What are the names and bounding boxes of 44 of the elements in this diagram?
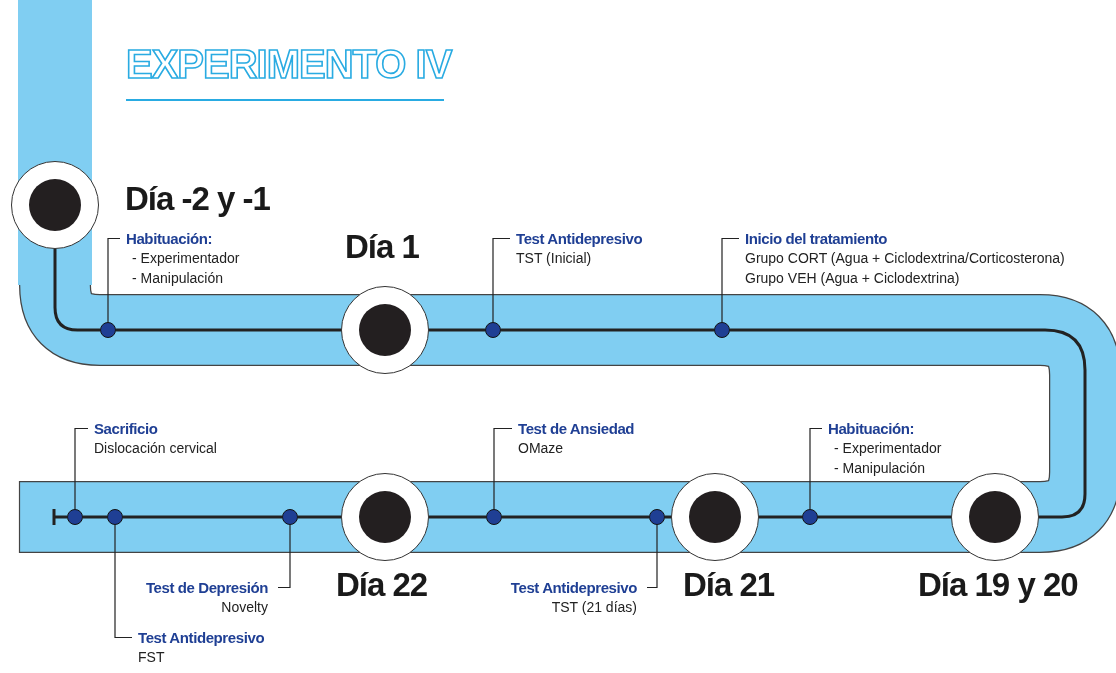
event-heading: Test Antidepresivo	[516, 229, 643, 248]
timeline-line	[501, 328, 714, 332]
event-heading: Test Antidepresivo	[138, 628, 265, 647]
timeline-line	[53, 249, 100, 332]
timeline-line	[298, 515, 341, 519]
event-detail: OMaze	[518, 439, 564, 458]
timeline-line	[818, 515, 951, 519]
event-heading: Test Antidepresivo	[510, 578, 637, 597]
timeline-line	[759, 515, 802, 519]
event-detail: - Manipulación	[833, 459, 926, 478]
timeline-line	[730, 328, 1087, 519]
leader-line	[493, 427, 513, 510]
event-detail: Grupo VEH (Agua + Ciclodextrina)	[745, 269, 960, 288]
day-label: Día 21	[683, 566, 775, 604]
event-heading: Habituación:	[126, 229, 213, 248]
event-detail: TST (21 días)	[551, 598, 637, 617]
leader-line	[114, 524, 133, 639]
event-detail: Grupo CORT (Agua + Ciclodextrina/Corticosterona)	[745, 249, 1065, 268]
event-detail: - Experimentador	[833, 439, 942, 458]
event-heading: Sacrificio	[94, 419, 158, 438]
day-label: Día 19 y 20	[918, 566, 1078, 604]
event-heading: Test de Ansiedad	[518, 419, 635, 438]
timeline-line	[116, 328, 341, 332]
event-heading: Inicio del tratamiento	[745, 229, 888, 248]
event-detail: Novelty	[221, 598, 268, 617]
event-heading: Test de Depresión	[145, 578, 268, 597]
timeline-line	[502, 515, 649, 519]
event-detail: FST	[138, 648, 165, 667]
title: EXPERIMENTO IV	[126, 42, 452, 87]
timeline-line	[429, 515, 486, 519]
event-detail: - Experimentador	[131, 249, 240, 268]
leader-line	[492, 237, 511, 323]
event-detail: TST (Inicial)	[516, 249, 592, 268]
leader-line	[721, 237, 740, 323]
timeline-line	[123, 515, 282, 519]
event-heading: Habituación:	[828, 419, 915, 438]
day-label: Día 1	[345, 228, 419, 266]
event-detail: Dislocación cervical	[94, 439, 217, 458]
day-label: Día 22	[336, 566, 428, 604]
timeline-line	[665, 515, 671, 519]
timeline-line	[83, 515, 107, 519]
event-detail: - Manipulación	[131, 269, 224, 288]
day-label: Día -2 y -1	[125, 180, 270, 218]
timeline-line	[429, 328, 485, 332]
